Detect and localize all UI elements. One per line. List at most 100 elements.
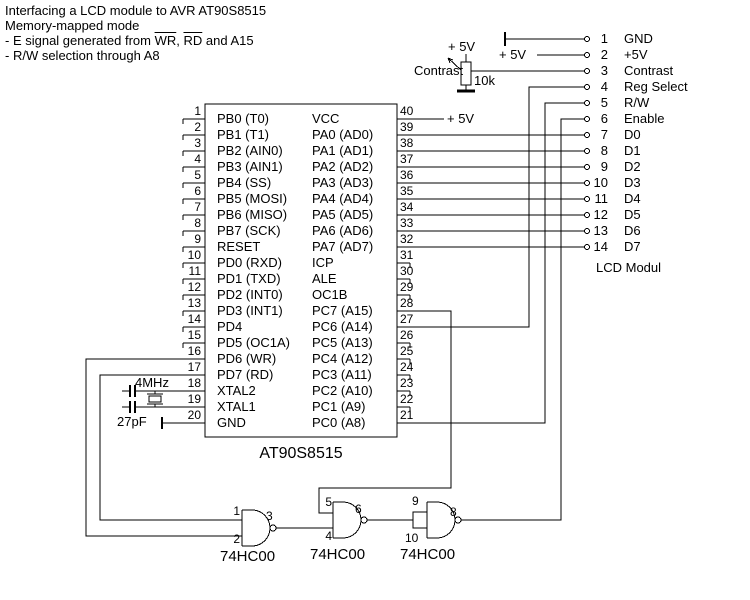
ic-left-pin-label: PB5 (MOSI) [217, 191, 288, 206]
ic-right-pin-number: 30 [400, 264, 414, 278]
gate1-output-number: 3 [266, 509, 273, 523]
ic-right-pin-number: 29 [400, 280, 414, 294]
ic-left-pin-label: XTAL2 [217, 383, 256, 398]
gate3-output-number: 8 [450, 505, 457, 519]
ic-right-pin-label: OC1B [312, 287, 348, 302]
title-line1: Interfacing a LCD module to AVR AT90S851… [5, 3, 267, 18]
ic-left-pin-label: PD4 [217, 319, 243, 334]
ic-right-pin-number: 23 [400, 376, 414, 390]
lcd-pin-label: Contrast [624, 63, 674, 78]
ic-right-pin-label: VCC [312, 111, 340, 126]
ic-right-pin-number: 22 [400, 392, 414, 406]
wire-enable [461, 118, 584, 521]
ic-name: AT90S8515 [259, 445, 343, 462]
ic-right-pin-number: 36 [400, 168, 414, 182]
ic-right-pin-label: PC1 (A9) [312, 399, 366, 414]
ic-left-pin-number: 7 [194, 200, 201, 214]
ic-left-pin-number: 3 [194, 136, 201, 150]
ic-right-pin-label: PC3 (A11) [312, 367, 372, 382]
ic-right-pin-number: 26 [400, 328, 414, 342]
ic-left-pin-label: PD3 (INT1) [217, 303, 283, 318]
ic-left-pin-number: 8 [194, 216, 201, 230]
ic-left-pin-number: 18 [187, 376, 201, 390]
potentiometer-icon [447, 54, 472, 91]
crystal-freq-label: 4MHz [135, 375, 169, 390]
lcd-pin-label: D7 [624, 239, 641, 254]
title-line3-comma: , [176, 33, 184, 48]
ic-right-pin-label: PA6 (AD6) [312, 223, 374, 238]
lcd-pin-label: R/W [624, 95, 650, 110]
gate1-input1-number: 1 [233, 504, 240, 518]
ic-left-pin-number: 4 [194, 152, 201, 166]
ic-right-pin-number: 37 [400, 152, 414, 166]
ic-right-pin-label: PC2 (A10) [312, 383, 373, 398]
lcd-pin-number: 2 [600, 47, 608, 62]
title-line3-rd-overline: RD [183, 33, 203, 48]
lcd-pin-circles [584, 36, 590, 250]
vcc-5v-label: + 5V [447, 111, 475, 126]
ic-left-pin-number: 14 [187, 312, 201, 326]
ic-left-pin-label: PB0 (T0) [217, 111, 270, 126]
ic-left-pin-label: PB1 (T1) [217, 127, 270, 142]
ic-right-pin-label: PA3 (AD3) [312, 175, 374, 190]
ic-right-pin-number: 35 [400, 184, 414, 198]
title-line4: - R/W selection through A8 [5, 48, 160, 63]
ic-left-pin-label: PD5 (OC1A) [217, 335, 290, 350]
gate3-part-label: 74HC00 [400, 546, 456, 563]
lcd-pin-label: D6 [624, 223, 641, 238]
ic-right-pin-number: 27 [400, 312, 414, 326]
lcd-pin-number: 9 [600, 159, 608, 174]
ic-left-pin-number: 11 [188, 264, 201, 278]
wire-xtal [122, 390, 205, 408]
ic-left-pin-number: 15 [187, 328, 201, 342]
gate1-input2-number: 2 [233, 532, 240, 546]
lcd-5v-wire-label: + 5V [499, 47, 527, 62]
gate3-input-tie [412, 511, 428, 529]
gate2-input1-number: 5 [325, 495, 332, 509]
gate3-input2-number: 10 [405, 531, 419, 545]
pot-wiper-arrow [447, 57, 462, 71]
ic-left-pin-label: PD0 (RXD) [217, 255, 283, 270]
cap-value-label: 27pF [117, 414, 147, 429]
lcd-pin-label: D1 [624, 143, 641, 158]
ic-right-pin-number: 21 [400, 408, 414, 422]
lcd-pin-label: GND [624, 31, 653, 46]
ic-right-pin-label: PA7 (AD7) [312, 239, 374, 254]
ic-right-pin-stubs [397, 262, 411, 412]
title-line2: Memory-mapped mode [5, 18, 140, 33]
ic-outline [204, 103, 398, 438]
lcd-pin-number: 3 [600, 63, 608, 78]
ic-right-pin-label: PA1 (AD1) [312, 143, 374, 158]
lcd-pin-number: 12 [593, 207, 608, 222]
ic-left-pin-label: PD6 (WR) [217, 351, 277, 366]
gate2-part-label: 74HC00 [310, 546, 366, 563]
ic-left-pin-number: 12 [187, 280, 201, 294]
ic-right-pin-label: PA4 (AD4) [312, 191, 374, 206]
ic-left-pin-number: 13 [187, 296, 201, 310]
ic-left-pin-number: 5 [194, 168, 201, 182]
wire-a15 [318, 310, 452, 514]
ic-left-pin-label: PB4 (SS) [217, 175, 272, 190]
wire-pa-data-bus [397, 134, 584, 248]
ic-left-pin-label: PD2 (INT0) [217, 287, 283, 302]
lcd-pin-label: D2 [624, 159, 641, 174]
ic-right-pin-number: 31 [400, 248, 414, 262]
ic-left-pin-label: PB3 (AIN1) [217, 159, 283, 174]
lcd-pin-label: D5 [624, 207, 641, 222]
ic-left-pin-number: 6 [194, 184, 201, 198]
ic-right-pin-number: 33 [400, 216, 414, 230]
ic-right-pin-label: PA2 (AD2) [312, 159, 374, 174]
wire-a14-regselect [397, 86, 584, 328]
wire-wr [85, 358, 242, 537]
ic-left-pin-label: PB2 (AIN0) [217, 143, 283, 158]
lcd-pin-number: 6 [600, 111, 608, 126]
ic-right-pin-label: PA5 (AD5) [312, 207, 374, 222]
ic-left-pin-number: 19 [187, 392, 201, 406]
contrast-label: Contrast [414, 63, 464, 78]
lcd-pin-label: Reg Select [624, 79, 688, 94]
ic-left-pin-number: 1 [194, 104, 201, 118]
ic-right-pin-label: PC6 (A14) [312, 319, 373, 334]
capacitor-icon [129, 385, 136, 413]
ic-right-pin-number: 32 [400, 232, 414, 246]
